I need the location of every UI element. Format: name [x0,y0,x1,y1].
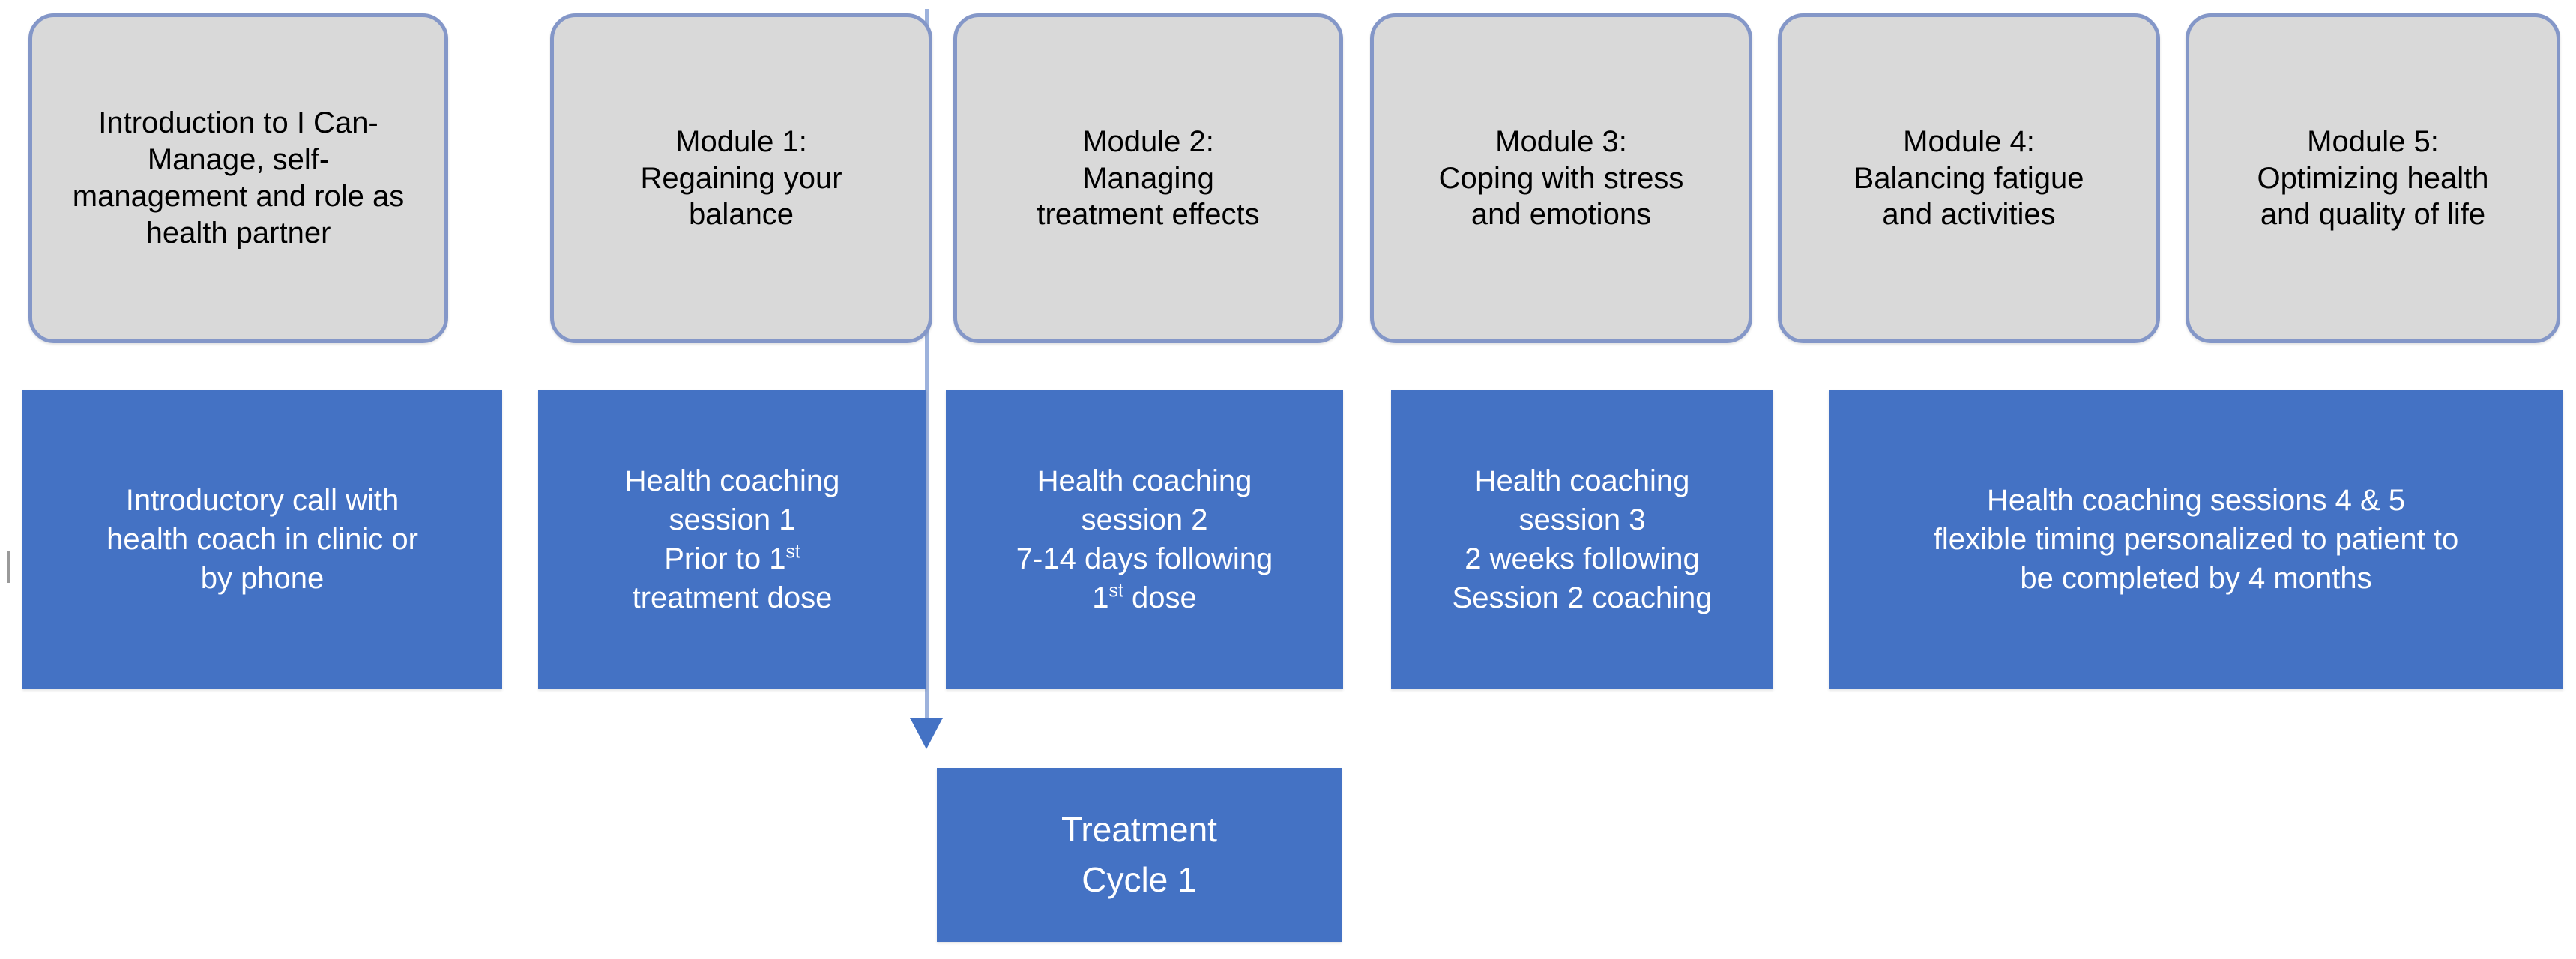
module-card-line: Managing [1082,161,1214,195]
session-box-line: 7-14 days following [1016,542,1273,575]
session-box-label: Health coaching session 1 Prior to 1st trea… [547,462,917,617]
session-box-line-ordinal: Prior to 1st [664,542,800,575]
module-card-line: health partner [145,216,331,249]
module-card-line: treatment effects [1037,198,1260,232]
session-box-line: Health coaching [1037,465,1252,497]
session-box-line: Introductory call with [125,484,399,517]
session-box-label: Introductory call with health coach in cl… [31,481,493,598]
session-box-label: Health coaching sessions 4 & 5 flexible t… [1838,481,2554,598]
module-card-line: balance [688,198,794,232]
module-card-line: and activities [1882,198,2056,232]
module-card-line: Manage, self- [147,143,330,177]
session-box-sessions-4-5[interactable]: Health coaching sessions 4 & 5 flexible t… [1829,390,2563,689]
treatment-cycle-line: Treatment [1061,810,1217,850]
module-card-line: management and role as [72,180,405,213]
module-card-line: Optimizing health [2257,161,2489,195]
module-card-line: and quality of life [2260,198,2486,232]
session-box-intro-call[interactable]: Introductory call with health coach in cl… [22,390,502,689]
session-box-label: Health coaching session 3 2 weeks followin… [1400,462,1764,617]
module-card-line: Coping with stress [1438,161,1684,195]
session-box-session-2[interactable]: Health coaching session 2 7-14 days follow… [946,390,1343,689]
module-card-line: Introduction to I Can- [98,106,378,140]
session-box-line: by phone [200,562,325,595]
module-card-line: Module 2: [1082,124,1214,158]
session-box-line: 2 weeks following [1465,542,1700,575]
treatment-cycle-line: Cycle 1 [1082,860,1197,899]
session-box-line: health coach in clinic or [106,523,418,556]
session-box-line: be completed by 4 months [2020,562,2372,595]
module-card-intro[interactable]: Introduction to I Can-Manage, self-manag… [28,13,448,343]
session-box-line: session 3 [1518,503,1646,536]
module-card-line: and emotions [1471,198,1652,232]
connector-line-to-treatment-cycle [925,9,929,722]
session-box-line: Health coaching [624,465,840,497]
session-box-label: Health coaching session 2 7-14 days follow… [955,462,1334,617]
session-box-line: flexible timing personalized to patient … [1933,523,2459,556]
session-box-line: session 2 [1081,503,1208,536]
session-box-line-ordinal: 1st dose [1092,581,1197,614]
module-card-line: Balancing fatigue [1853,161,2084,195]
session-box-line: Session 2 coaching [1452,581,1713,614]
session-box-line: Health coaching sessions 4 & 5 [1986,484,2406,517]
module-card-line: Module 1: [675,124,807,158]
module-card-line: Module 4: [1903,124,2035,158]
module-card-line: Module 3: [1495,124,1627,158]
ordinal-suffix: st [785,542,800,563]
ordinal-suffix: st [1108,581,1123,602]
session-box-line: Health coaching [1474,465,1690,497]
module-card-line: Module 5: [2307,124,2439,158]
session-box-line: treatment dose [632,581,833,614]
session-box-line: session 1 [669,503,796,536]
module-card-label: Introduction to I Can-Manage, self-manag… [73,105,405,251]
session-box-session-3[interactable]: Health coaching session 3 2 weeks followin… [1391,390,1773,689]
module-card-line: Regaining your [640,161,842,195]
session-box-session-1[interactable]: Health coaching session 1 Prior to 1st trea… [538,390,926,689]
left-margin-tick-mark [7,551,10,583]
connector-arrowhead-icon [910,718,943,749]
